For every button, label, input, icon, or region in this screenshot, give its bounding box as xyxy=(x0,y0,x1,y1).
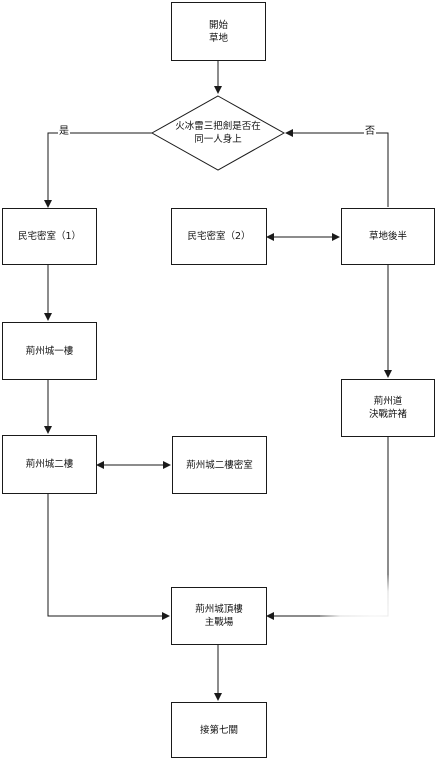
decision-diamond xyxy=(150,95,286,171)
decision-node-text: 火冰雷三把劍是否在 同一人身上 xyxy=(175,121,261,145)
edge-city-2f-to-top xyxy=(47,494,170,620)
edge-decision-yes-to-house-left xyxy=(44,132,152,208)
city-second-floor-room-node: 荊州城二樓密室 xyxy=(172,436,267,494)
road-duel-node: 荊州道 決戰許褚 xyxy=(341,379,435,437)
no-label: 否 xyxy=(364,126,376,138)
city-second-floor-node: 荊州城二樓 xyxy=(2,435,97,494)
grass-later-node: 草地後半 xyxy=(341,208,435,265)
watermark-fade xyxy=(320,575,430,655)
edge-decision-no-to-grass-later xyxy=(285,129,389,207)
house-secret-room-2: 民宅密室（2） xyxy=(171,208,267,265)
next-chapter-node: 接第七關 xyxy=(171,702,267,758)
city-top-floor-node: 荊州城頂樓 主戰場 xyxy=(171,587,267,645)
city-first-floor-node: 荊州城一樓 xyxy=(2,322,97,380)
house-secret-room-1: 民宅密室（1） xyxy=(2,208,97,265)
start-node: 開始 草地 xyxy=(171,2,266,61)
yes-label: 是 xyxy=(58,126,70,138)
